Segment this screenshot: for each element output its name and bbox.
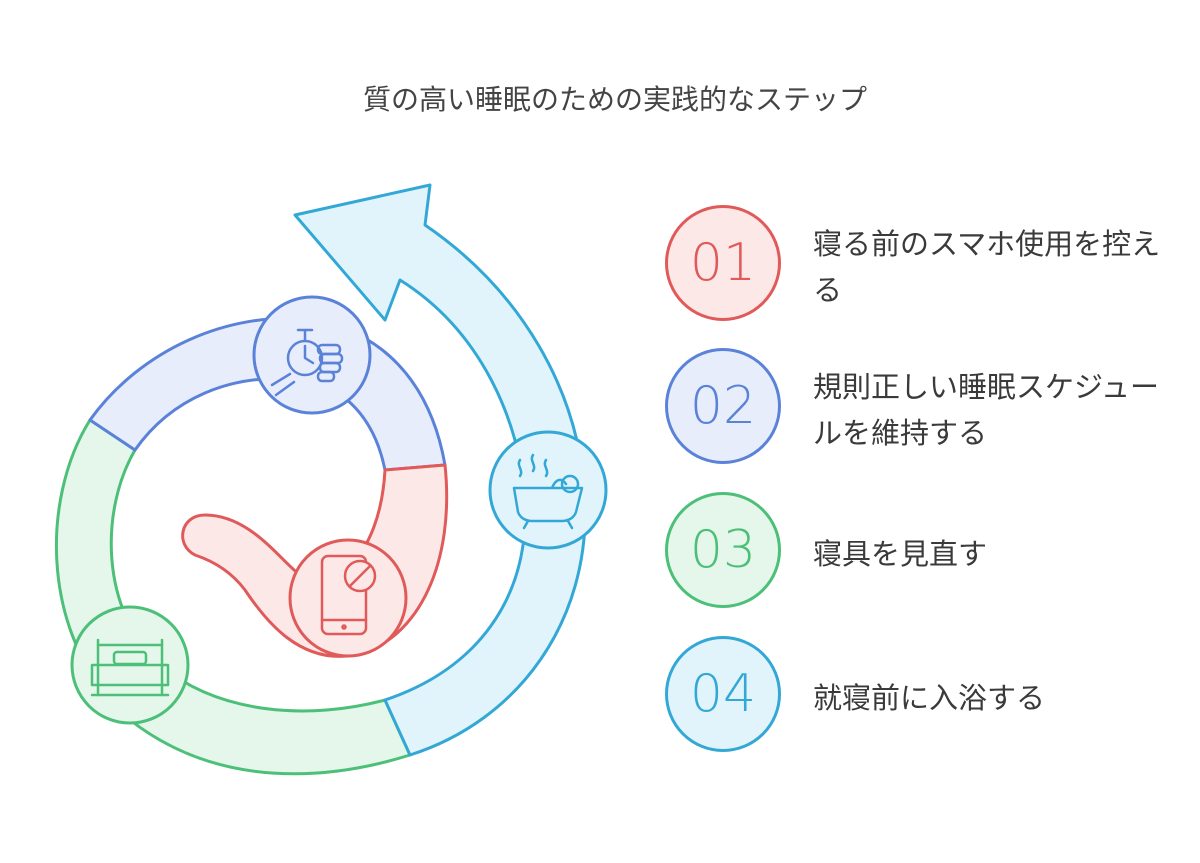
step-number-badge: 04 (665, 636, 781, 752)
icon-bubble-bath (488, 430, 608, 550)
fist-clock-icon (270, 328, 344, 397)
step-number-badge: 03 (665, 492, 781, 608)
icon-bubble-phone (288, 538, 408, 658)
bathtub-icon (512, 453, 584, 530)
phone-prohibited-icon (320, 554, 377, 636)
step-label: 規則正しい睡眠スケジュールを維持する (813, 370, 1159, 450)
segment-bath (293, 183, 587, 757)
step-label: 寝具を見直す (813, 537, 988, 571)
bed-icon (90, 638, 170, 697)
step-01: 01 寝る前のスマホ使用を控える (665, 205, 1185, 329)
cycle-diagram (54, 183, 608, 776)
step-number-badge: 01 (665, 205, 781, 321)
step-04: 04 就寝前に入浴する (665, 636, 1185, 760)
step-label: 寝る前のスマホ使用を控える (813, 227, 1161, 307)
step-03: 03 寝具を見直す (665, 492, 1185, 616)
step-number-badge: 02 (665, 348, 781, 464)
step-label: 就寝前に入浴する (813, 681, 1046, 715)
step-02: 02 規則正しい睡眠スケジュールを維持する (665, 348, 1185, 472)
icon-bubble-schedule (252, 295, 372, 415)
page-title: 質の高い睡眠のための実践的なステップ (362, 83, 867, 116)
